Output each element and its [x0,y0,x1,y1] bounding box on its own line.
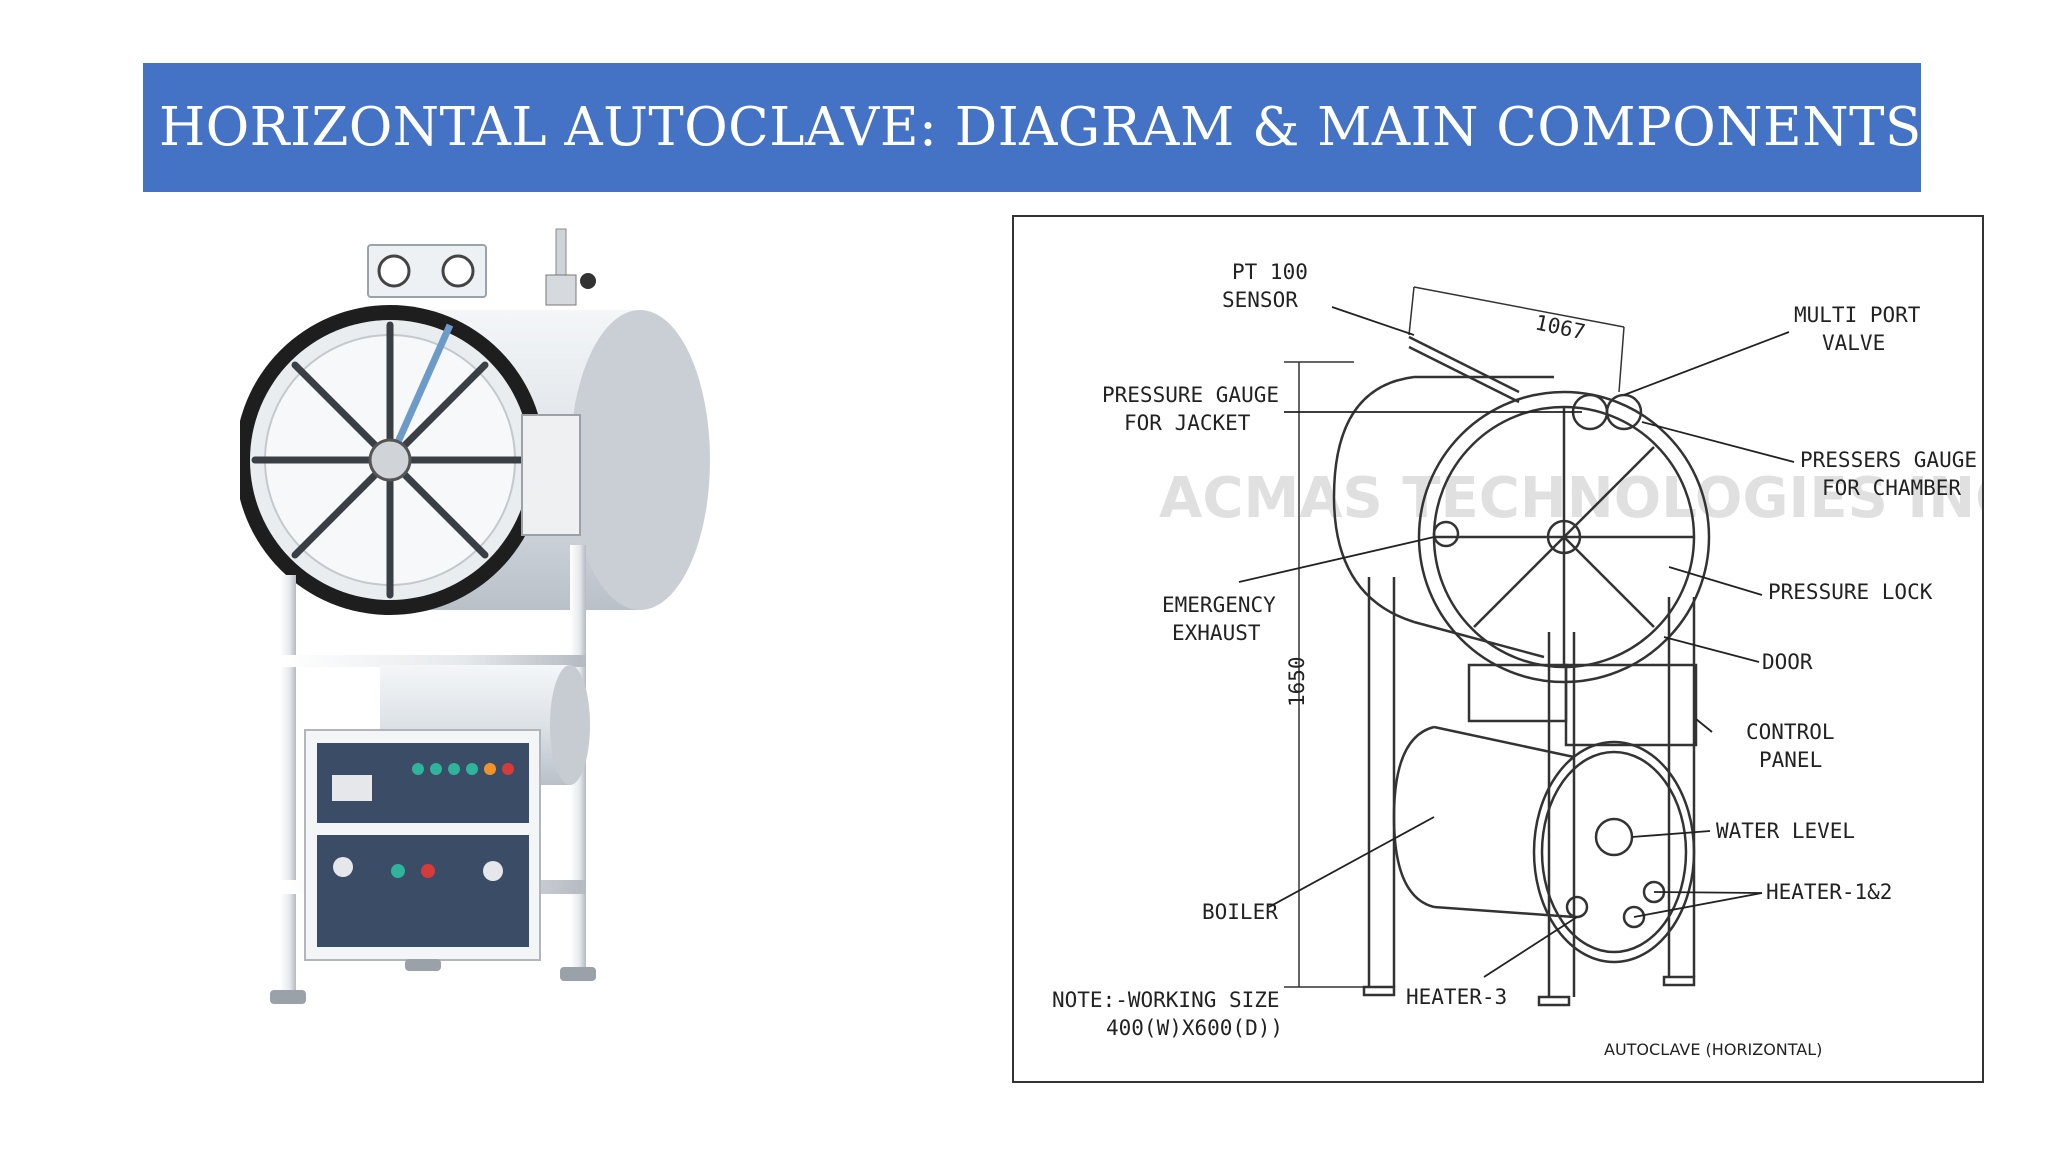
label-boiler: BOILER [1202,900,1278,924]
diagram-caption: AUTOCLAVE (HORIZONTAL) [1604,1040,1822,1059]
label-control-2: PANEL [1759,748,1822,772]
label-pressure-lock: PRESSURE LOCK [1768,580,1933,604]
label-pt100-1: PT 100 [1232,260,1308,284]
autoclave-photo [240,228,710,1004]
label-gauge-chamber-1: PRESSERS GAUGE [1800,448,1977,472]
autoclave-diagram: ACMAS TECHNOLOGIES INC [1012,215,1984,1083]
label-emergency-2: EXHAUST [1172,621,1261,645]
leader-lines [1238,306,1795,978]
dim-height: 1650 [1285,656,1309,707]
diagram-labels: PT 100 SENSOR MULTI PORT VALVE PRESSURE … [1052,260,1977,1059]
label-gauge-chamber-2: FOR CHAMBER [1822,476,1961,500]
label-door: DOOR [1762,650,1813,674]
label-multiport-1: MULTI PORT [1794,303,1921,327]
label-control-1: CONTROL [1746,720,1835,744]
slide-title: HORIZONTAL AUTOCLAVE: DIAGRAM & MAIN COM… [159,97,1922,158]
label-gauge-jacket-2: FOR JACKET [1124,411,1251,435]
dimension-lines [1284,286,1625,988]
watermark: ACMAS TECHNOLOGIES INC [1159,466,1982,531]
dim-length: 1067 [1533,310,1587,344]
note-line-2: 400(W)X600(D)) [1106,1016,1283,1040]
label-water-level: WATER LEVEL [1716,819,1855,843]
note-line-1: NOTE:-WORKING SIZE [1052,988,1280,1012]
label-heater12: HEATER-1&2 [1766,880,1892,904]
label-emergency-1: EMERGENCY [1162,593,1276,617]
chamber-outline [1332,335,1711,1007]
label-gauge-jacket-1: PRESSURE GAUGE [1102,383,1279,407]
label-multiport-2: VALVE [1822,331,1885,355]
title-banner: HORIZONTAL AUTOCLAVE: DIAGRAM & MAIN COM… [143,63,1921,192]
diagram-drawing: ACMAS TECHNOLOGIES INC [1052,260,1982,1059]
label-pt100-2: SENSOR [1222,288,1298,312]
label-heater3: HEATER-3 [1406,985,1507,1009]
